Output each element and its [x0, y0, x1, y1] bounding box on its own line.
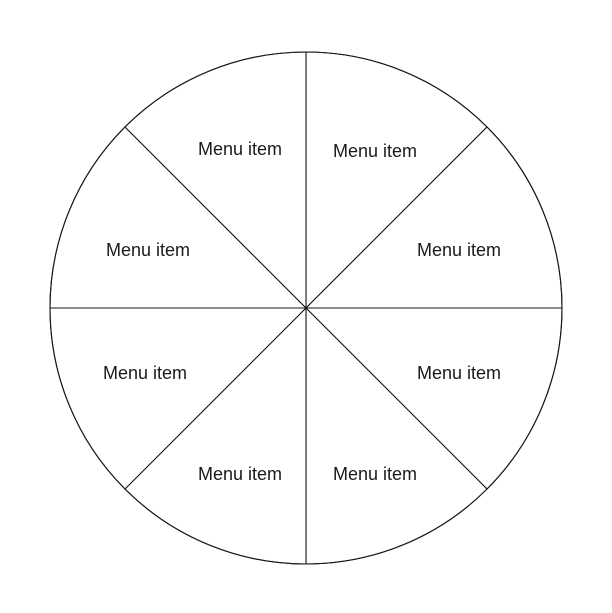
pie-menu: Menu item Menu item Menu item Menu item …: [49, 51, 563, 565]
